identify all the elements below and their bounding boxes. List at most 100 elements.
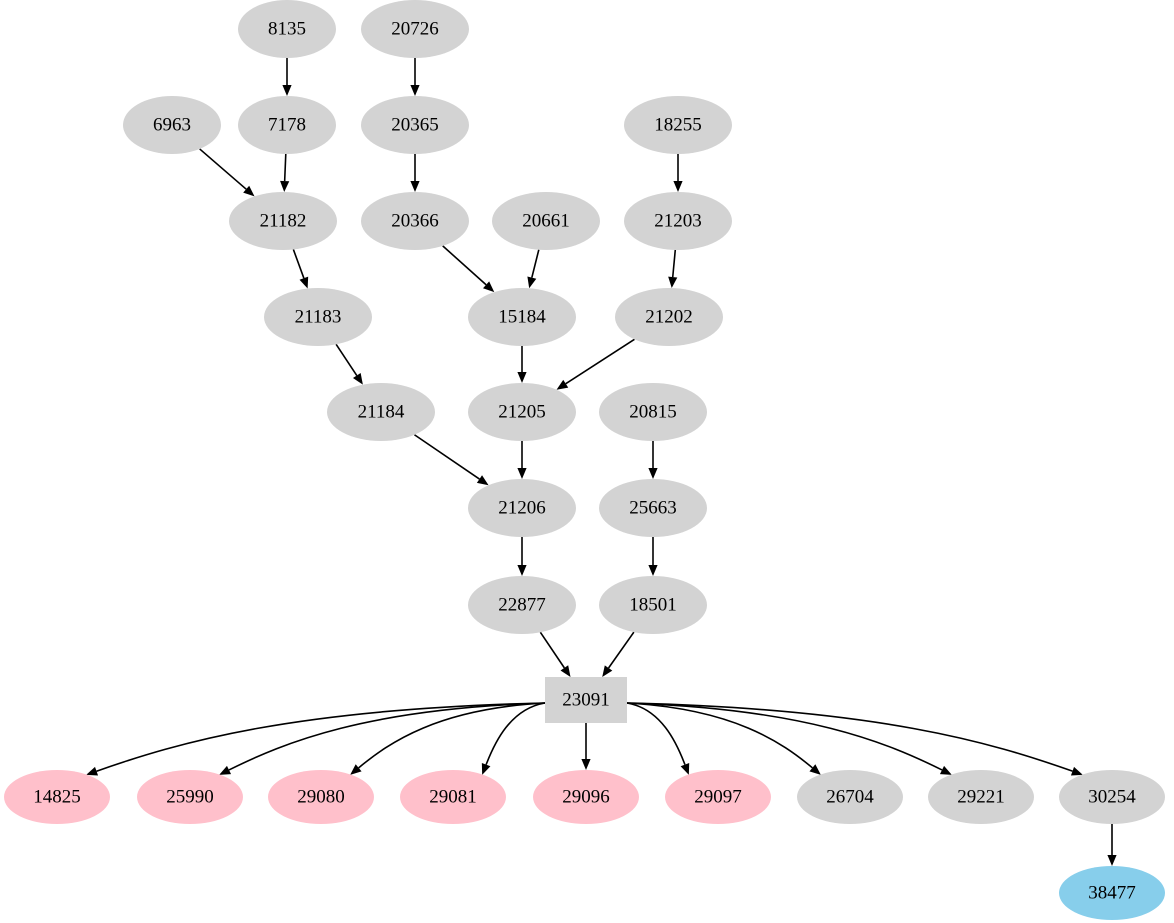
node-25663[interactable]: 25663 bbox=[599, 479, 707, 537]
node-shape-ellipse-18255[interactable] bbox=[624, 96, 732, 154]
node-shape-ellipse-21183[interactable] bbox=[264, 288, 372, 346]
node-shape-ellipse-29097[interactable] bbox=[665, 770, 771, 824]
node-29097[interactable]: 29097 bbox=[665, 770, 771, 824]
edge-21184-to-21206 bbox=[413, 434, 480, 480]
node-shape-ellipse-22877[interactable] bbox=[468, 576, 576, 634]
edge-22877-to-23091 bbox=[539, 631, 566, 669]
node-23091[interactable]: 23091 bbox=[545, 677, 627, 723]
node-29080[interactable]: 29080 bbox=[268, 770, 374, 824]
node-shape-ellipse-21184[interactable] bbox=[327, 383, 435, 441]
node-18501[interactable]: 18501 bbox=[599, 576, 707, 634]
arrowhead-15184-to-21205 bbox=[517, 372, 527, 383]
node-26704[interactable]: 26704 bbox=[797, 770, 903, 824]
arrowhead-21205-to-21206 bbox=[517, 468, 527, 479]
arrowhead-7178-to-21182 bbox=[280, 180, 290, 193]
node-shape-ellipse-21203[interactable] bbox=[624, 192, 732, 250]
edge-20661-to-15184 bbox=[531, 249, 540, 278]
arrowhead-8135-to-7178 bbox=[282, 85, 292, 96]
arrowhead-23091-to-14825 bbox=[86, 766, 99, 776]
node-29081[interactable]: 29081 bbox=[400, 770, 506, 824]
edge-23091-to-29081 bbox=[485, 702, 546, 765]
node-14825[interactable]: 14825 bbox=[4, 770, 110, 824]
arrowhead-20815-to-25663 bbox=[648, 468, 658, 479]
node-20726[interactable]: 20726 bbox=[361, 0, 469, 58]
node-shape-ellipse-21202[interactable] bbox=[615, 288, 723, 346]
arrowhead-20726-to-20365 bbox=[410, 85, 420, 96]
nodes-layer: 8135 20726 6963 7178 20365 18255 21182 20366 206… bbox=[4, 0, 1165, 920]
node-7178[interactable]: 7178 bbox=[238, 96, 336, 154]
node-21183[interactable]: 21183 bbox=[264, 288, 372, 346]
arrowhead-23091-to-29081 bbox=[481, 762, 491, 775]
edge-21182-to-21183 bbox=[292, 249, 305, 279]
edge-23091-to-29097 bbox=[626, 702, 686, 765]
edge-21183-to-21184 bbox=[335, 343, 358, 376]
edge-18501-to-23091 bbox=[607, 631, 635, 669]
node-shape-ellipse-14825[interactable] bbox=[4, 770, 110, 824]
arrowhead-30254-to-38477 bbox=[1107, 855, 1117, 866]
edge-23091-to-26704 bbox=[626, 702, 813, 769]
node-shape-ellipse-26704[interactable] bbox=[797, 770, 903, 824]
node-8135[interactable]: 8135 bbox=[238, 0, 336, 58]
node-shape-ellipse-7178[interactable] bbox=[238, 96, 336, 154]
node-shape-ellipse-29080[interactable] bbox=[268, 770, 374, 824]
arrowhead-18255-to-21203 bbox=[673, 181, 683, 192]
node-15184[interactable]: 15184 bbox=[468, 288, 576, 346]
edges-layer bbox=[86, 58, 1117, 866]
edge-23091-to-25990 bbox=[228, 702, 546, 771]
node-21205[interactable]: 21205 bbox=[468, 383, 576, 441]
node-shape-ellipse-29081[interactable] bbox=[400, 770, 506, 824]
node-shape-ellipse-30254[interactable] bbox=[1059, 770, 1165, 824]
node-shape-ellipse-20661[interactable] bbox=[492, 192, 600, 250]
node-20661[interactable]: 20661 bbox=[492, 192, 600, 250]
node-shape-ellipse-15184[interactable] bbox=[468, 288, 576, 346]
node-shape-ellipse-8135[interactable] bbox=[238, 0, 336, 58]
arrowhead-23091-to-30254 bbox=[1070, 766, 1083, 776]
node-20365[interactable]: 20365 bbox=[361, 96, 469, 154]
node-shape-ellipse-20365[interactable] bbox=[361, 96, 469, 154]
arrowhead-20366-to-15184 bbox=[483, 281, 495, 293]
node-shape-ellipse-18501[interactable] bbox=[599, 576, 707, 634]
node-38477[interactable]: 38477 bbox=[1059, 866, 1165, 920]
node-18255[interactable]: 18255 bbox=[624, 96, 732, 154]
node-21203[interactable]: 21203 bbox=[624, 192, 732, 250]
node-21182[interactable]: 21182 bbox=[229, 192, 337, 250]
node-shape-ellipse-20815[interactable] bbox=[599, 383, 707, 441]
edge-23091-to-29221 bbox=[626, 702, 943, 771]
node-shape-ellipse-21182[interactable] bbox=[229, 192, 337, 250]
node-21202[interactable]: 21202 bbox=[615, 288, 723, 346]
node-shape-rect-23091[interactable] bbox=[545, 677, 627, 723]
node-shape-ellipse-25663[interactable] bbox=[599, 479, 707, 537]
arrowhead-23091-to-25990 bbox=[219, 765, 232, 775]
node-shape-ellipse-21205[interactable] bbox=[468, 383, 576, 441]
edge-23091-to-30254 bbox=[626, 702, 1073, 772]
edge-20366-to-15184 bbox=[442, 245, 487, 286]
arrowhead-21184-to-21206 bbox=[476, 475, 489, 486]
node-30254[interactable]: 30254 bbox=[1059, 770, 1165, 824]
node-shape-ellipse-6963[interactable] bbox=[123, 96, 221, 154]
edge-21202-to-21205 bbox=[565, 338, 635, 385]
arrowhead-21202-to-21205 bbox=[556, 379, 569, 390]
node-25990[interactable]: 25990 bbox=[137, 770, 243, 824]
node-29096[interactable]: 29096 bbox=[533, 770, 639, 824]
node-shape-ellipse-25990[interactable] bbox=[137, 770, 243, 824]
node-22877[interactable]: 22877 bbox=[468, 576, 576, 634]
node-shape-ellipse-29221[interactable] bbox=[928, 770, 1034, 824]
edge-7178-to-21182 bbox=[283, 153, 287, 182]
node-29221[interactable]: 29221 bbox=[928, 770, 1034, 824]
node-shape-ellipse-29096[interactable] bbox=[533, 770, 639, 824]
node-21184[interactable]: 21184 bbox=[327, 383, 435, 441]
arrowhead-23091-to-29221 bbox=[939, 765, 952, 775]
node-21206[interactable]: 21206 bbox=[468, 479, 576, 537]
node-shape-ellipse-20726[interactable] bbox=[361, 0, 469, 58]
node-shape-ellipse-38477[interactable] bbox=[1059, 866, 1165, 920]
node-6963[interactable]: 6963 bbox=[123, 96, 221, 154]
node-20366[interactable]: 20366 bbox=[361, 192, 469, 250]
arrowhead-20365-to-20366 bbox=[410, 181, 420, 192]
arrowhead-23091-to-29080 bbox=[350, 764, 362, 775]
node-20815[interactable]: 20815 bbox=[599, 383, 707, 441]
arrowhead-23091-to-29096 bbox=[581, 759, 591, 770]
node-shape-ellipse-21206[interactable] bbox=[468, 479, 576, 537]
node-shape-ellipse-20366[interactable] bbox=[361, 192, 469, 250]
